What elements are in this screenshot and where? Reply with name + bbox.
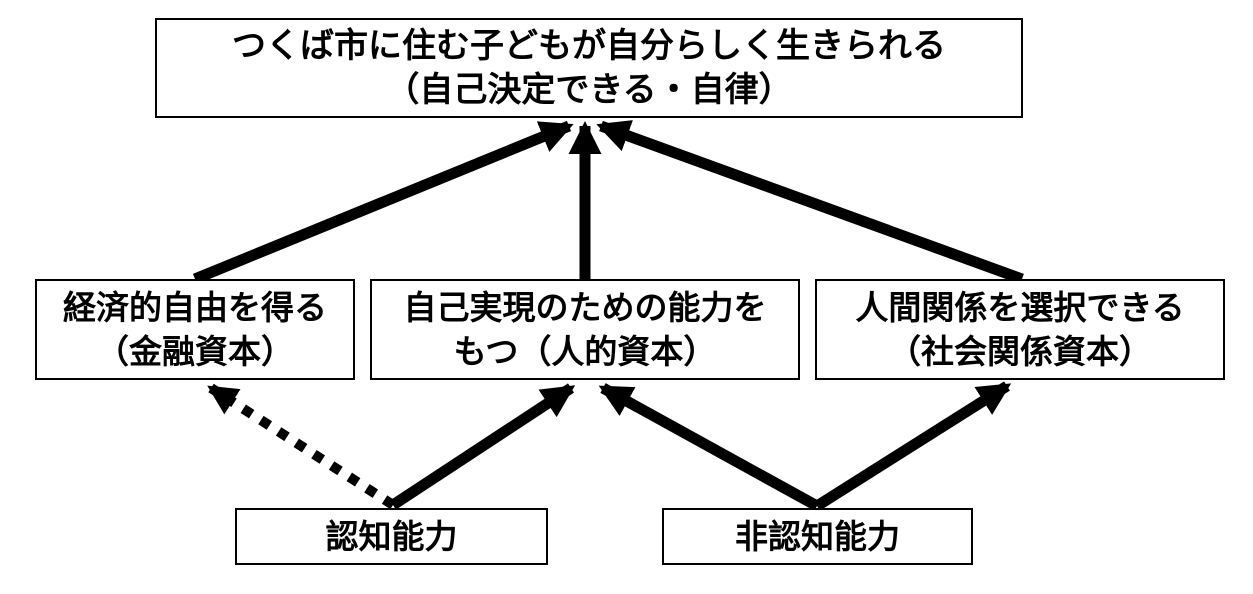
edge-cognitive-to-human bbox=[389, 383, 576, 510]
edge-financial-to-goal bbox=[192, 120, 574, 285]
edge-noncognitive-to-social bbox=[814, 381, 1012, 511]
node-goal-line1: つくば市に住む子どもが自分らしく生きられる bbox=[232, 27, 946, 65]
edge-social-to-goal bbox=[596, 120, 1024, 285]
node-financial-capital: 経済的自由を得る （金融資本） bbox=[35, 279, 355, 380]
node-social-line1: 人間関係を選択できる bbox=[855, 288, 1185, 326]
edge-noncognitive-to-human bbox=[598, 383, 820, 511]
node-human-capital: 自己実現のための能力を もつ（人的資本） bbox=[370, 279, 800, 380]
node-human-line1: 自己実現のための能力を bbox=[403, 288, 767, 326]
node-social-capital: 人間関係を選択できる （社会関係資本） bbox=[815, 279, 1225, 380]
node-noncognitive-label: 非認知能力 bbox=[735, 517, 900, 555]
node-financial-line2: （金融資本） bbox=[96, 332, 294, 370]
node-goal: つくば市に住む子どもが自分らしく生きられる （自己決定できる・自律） bbox=[155, 18, 1023, 118]
edge-cognitive-to-financial bbox=[207, 383, 396, 510]
node-cognitive-label: 認知能力 bbox=[325, 517, 458, 555]
node-financial-line1: 経済的自由を得る bbox=[63, 288, 327, 326]
node-cognitive-ability: 認知能力 bbox=[235, 508, 548, 565]
node-noncognitive-ability: 非認知能力 bbox=[662, 508, 973, 565]
node-social-line2: （社会関係資本） bbox=[888, 332, 1152, 370]
node-goal-line2: （自己決定できる・自律） bbox=[385, 71, 793, 109]
node-human-line2: もつ（人的資本） bbox=[453, 332, 717, 370]
